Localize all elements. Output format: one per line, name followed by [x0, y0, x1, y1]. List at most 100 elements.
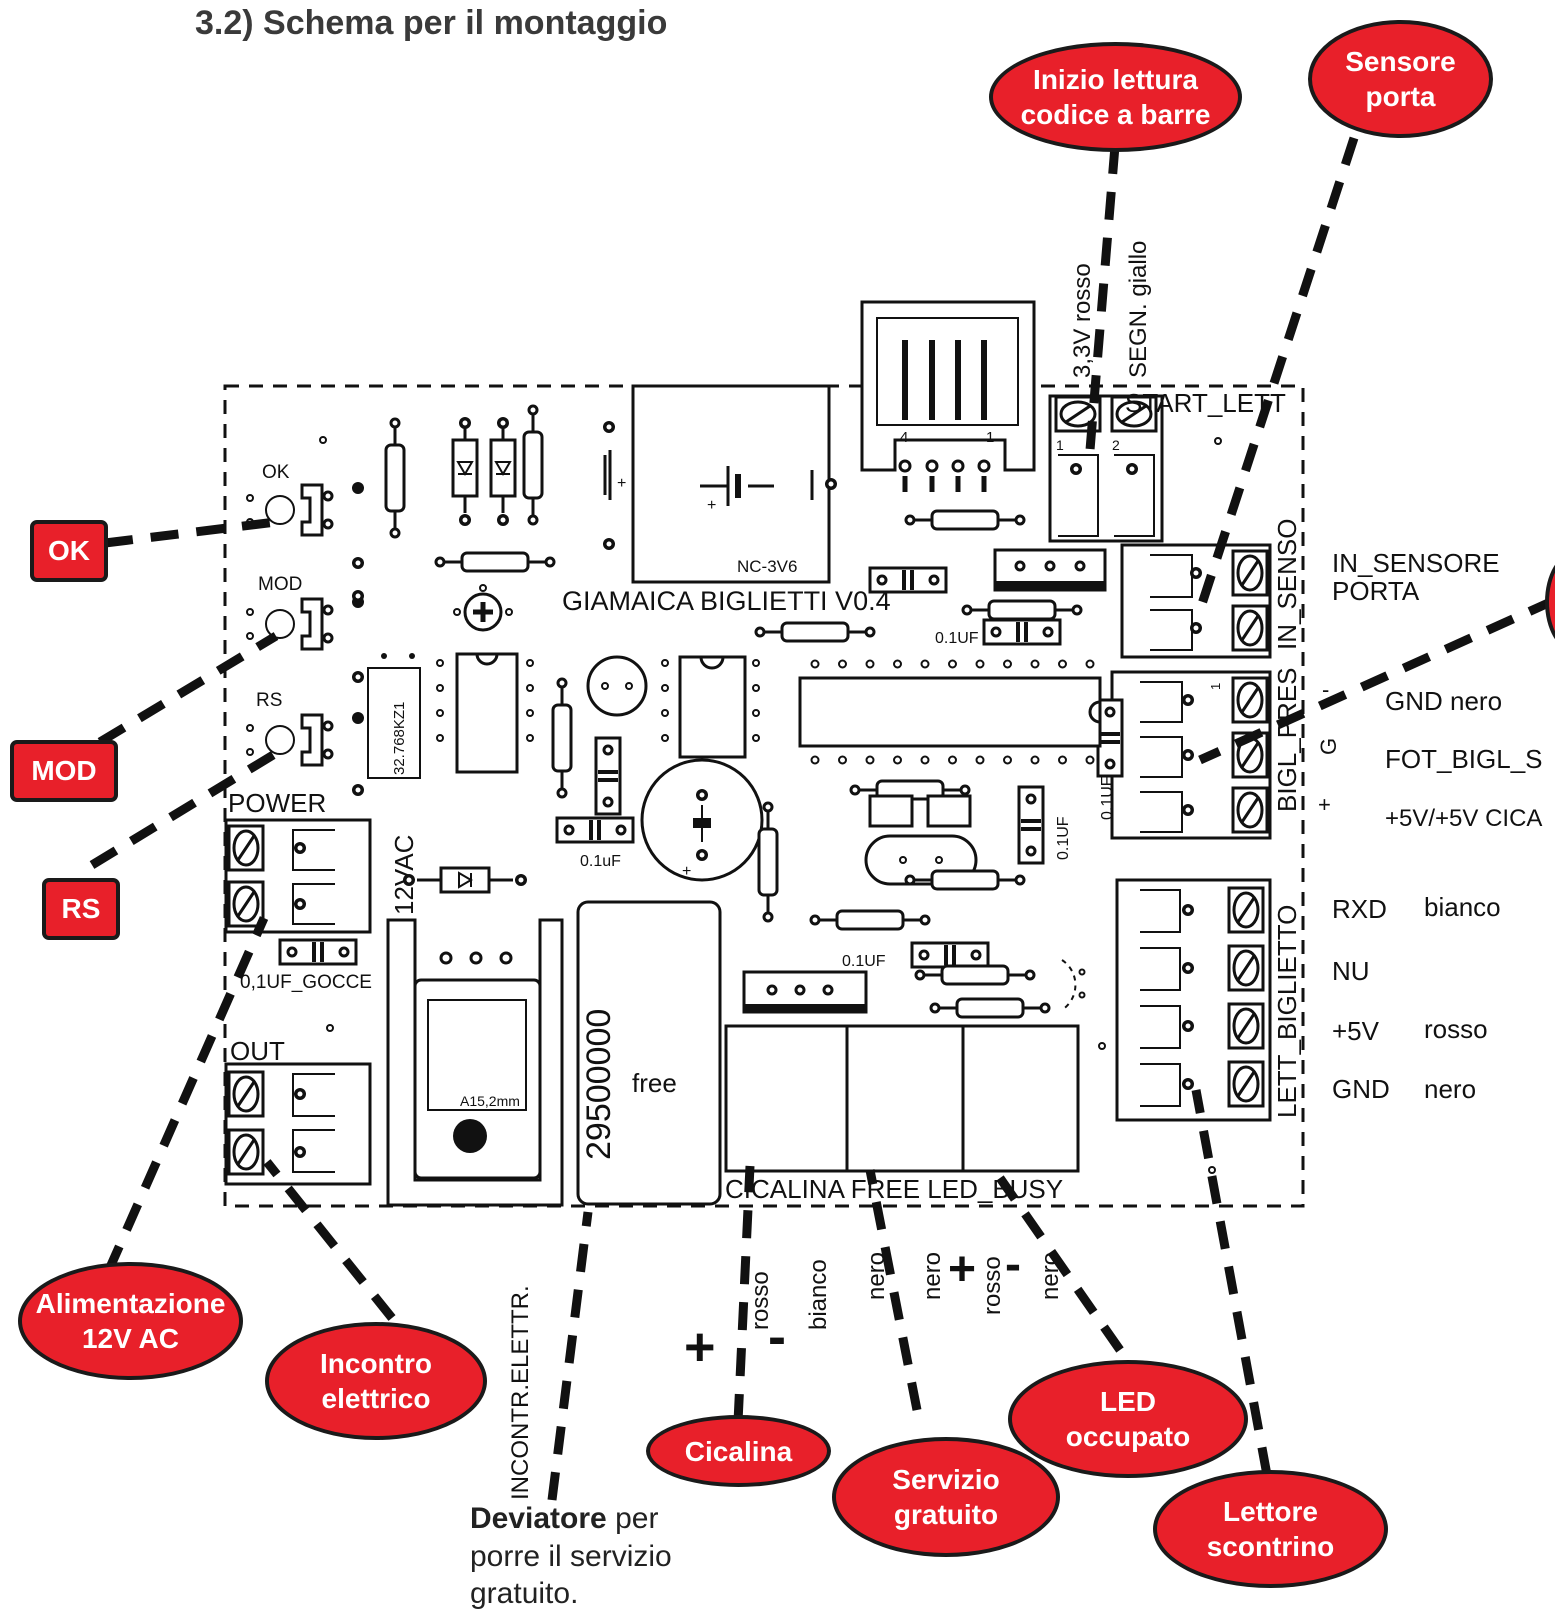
ic-2	[678, 655, 747, 759]
tag-ok: OK	[30, 520, 108, 582]
wire-5v-color: rosso	[1424, 1014, 1488, 1044]
plus-sign-2: +	[948, 1243, 976, 1296]
wire-gnd-color: nero	[1424, 1074, 1476, 1104]
svg-text:+: +	[707, 497, 716, 514]
board-name: GIAMAICA BIGLIETTI V0.4	[562, 586, 891, 616]
label-bigl-pres: BIGL_PRES	[1272, 667, 1302, 812]
header-3pin-bottom	[742, 970, 868, 1014]
ic-pin-hole	[893, 755, 902, 765]
crystal	[367, 667, 421, 779]
note-bold: Deviatore	[470, 1502, 607, 1535]
relay-label: A15,2mm	[460, 1093, 520, 1109]
wire-bottom-1: rosso	[747, 1271, 774, 1330]
tag-rs: RS	[42, 878, 120, 940]
ic-pin-hole	[1058, 659, 1067, 669]
label-switch-ok: OK	[262, 462, 290, 483]
ic-1	[455, 652, 519, 774]
battery	[631, 384, 831, 584]
svg-text:+: +	[1318, 792, 1331, 817]
wire-5v: +5V	[1332, 1016, 1380, 1046]
ic-pin-hole	[893, 659, 902, 669]
svg-text:1: 1	[1208, 683, 1223, 690]
ic-pin-hole	[975, 755, 985, 765]
ic-pin-hole	[1085, 755, 1095, 765]
ic-pin-hole	[1003, 755, 1012, 765]
ic-pin-hole	[865, 659, 875, 669]
wire-porta: PORTA	[1332, 576, 1420, 606]
trimmer	[453, 584, 513, 632]
svg-text:+: +	[617, 475, 626, 492]
wire-bottom-4: nero	[919, 1252, 946, 1300]
ic-pin-hole	[948, 659, 957, 669]
leader-lines	[89, 136, 1555, 1501]
dip-free: free	[632, 1068, 677, 1098]
header-3pin-top	[993, 548, 1107, 592]
svg-text:-: -	[1322, 677, 1329, 702]
cap-gocce: 0,1UF_GOCCE	[240, 972, 372, 993]
wire-segn: SEGN. giallo	[1125, 241, 1152, 378]
label-start-lett: START_LETT	[1125, 388, 1286, 418]
diode-2	[489, 417, 517, 526]
label-incontr: INCONTR.ELETTR.	[507, 1285, 534, 1500]
ic-pin-hole	[810, 755, 820, 765]
wire-gnd-nero: GND nero	[1385, 686, 1502, 716]
ic-pin-hole	[920, 659, 930, 669]
dip-code: 29500000	[580, 1009, 618, 1160]
ic-pin-hole	[838, 659, 847, 669]
minus-sign-2: -	[1005, 1238, 1021, 1291]
svg-text:1: 1	[1056, 437, 1064, 453]
relay	[386, 918, 564, 1207]
cap-01UF-b: 0.1UF	[935, 630, 979, 647]
wire-rxd: RXD	[1332, 894, 1387, 924]
ic-pin-hole	[1003, 659, 1012, 669]
terminal-bigl-pres: 1	[1110, 670, 1272, 840]
ic-main	[798, 676, 1102, 748]
plus-sign-1: +	[684, 1317, 716, 1377]
ic-pin-hole	[838, 755, 847, 765]
label-power: POWER	[228, 788, 326, 818]
terminal-out	[224, 1062, 372, 1186]
note-deviatore: Deviatore per porre il servizio gratuito…	[470, 1500, 710, 1613]
wire-nu: NU	[1332, 956, 1370, 986]
label-switch-rs: RS	[256, 690, 282, 711]
ic-pin-hole	[948, 755, 957, 765]
svg-text:2: 2	[1112, 437, 1120, 453]
callout-cicalina: Cicalina	[646, 1415, 831, 1487]
diode-power	[403, 866, 527, 894]
buzzer-small	[586, 655, 648, 717]
wire-33v: 3,3V rosso	[1069, 263, 1096, 378]
cap-01uF-a: 0.1uF	[580, 853, 621, 870]
terminal-lett-biglietto	[1115, 878, 1272, 1122]
ic-pin-hole	[1030, 659, 1040, 669]
svg-text:4: 4	[900, 429, 908, 446]
wire-gnd: GND	[1332, 1074, 1390, 1104]
cap-01UF-d: 0.1UF	[842, 953, 886, 970]
label-out: OUT	[230, 1036, 285, 1066]
wire-in-sensore: IN_SENSORE	[1332, 548, 1500, 578]
label-12vac: 12VAC	[389, 835, 419, 915]
ic-pin-hole	[865, 755, 875, 765]
top-connector: 4 1	[860, 300, 1036, 492]
battery-label: NC-3V6	[737, 557, 797, 576]
note-rest-1: per	[606, 1502, 659, 1535]
ic-pin-hole	[1058, 755, 1067, 765]
note-rest-3: gratuito.	[470, 1577, 579, 1610]
minus-sign-1: -	[768, 1307, 786, 1367]
note-rest-2: porre il servizio	[470, 1539, 672, 1573]
wire-cica: +5V/+5V CICA	[1385, 805, 1542, 832]
ic-pin-hole	[1030, 755, 1040, 765]
wire-rxd-color: bianco	[1424, 892, 1501, 922]
label-switch-mod: MOD	[258, 574, 302, 595]
terminal-bottom-row	[724, 1024, 1080, 1173]
ic-pin-hole	[920, 755, 930, 765]
oscillator	[849, 779, 978, 886]
tag-mod: MOD	[10, 740, 118, 802]
ic-pin-hole	[810, 659, 820, 669]
